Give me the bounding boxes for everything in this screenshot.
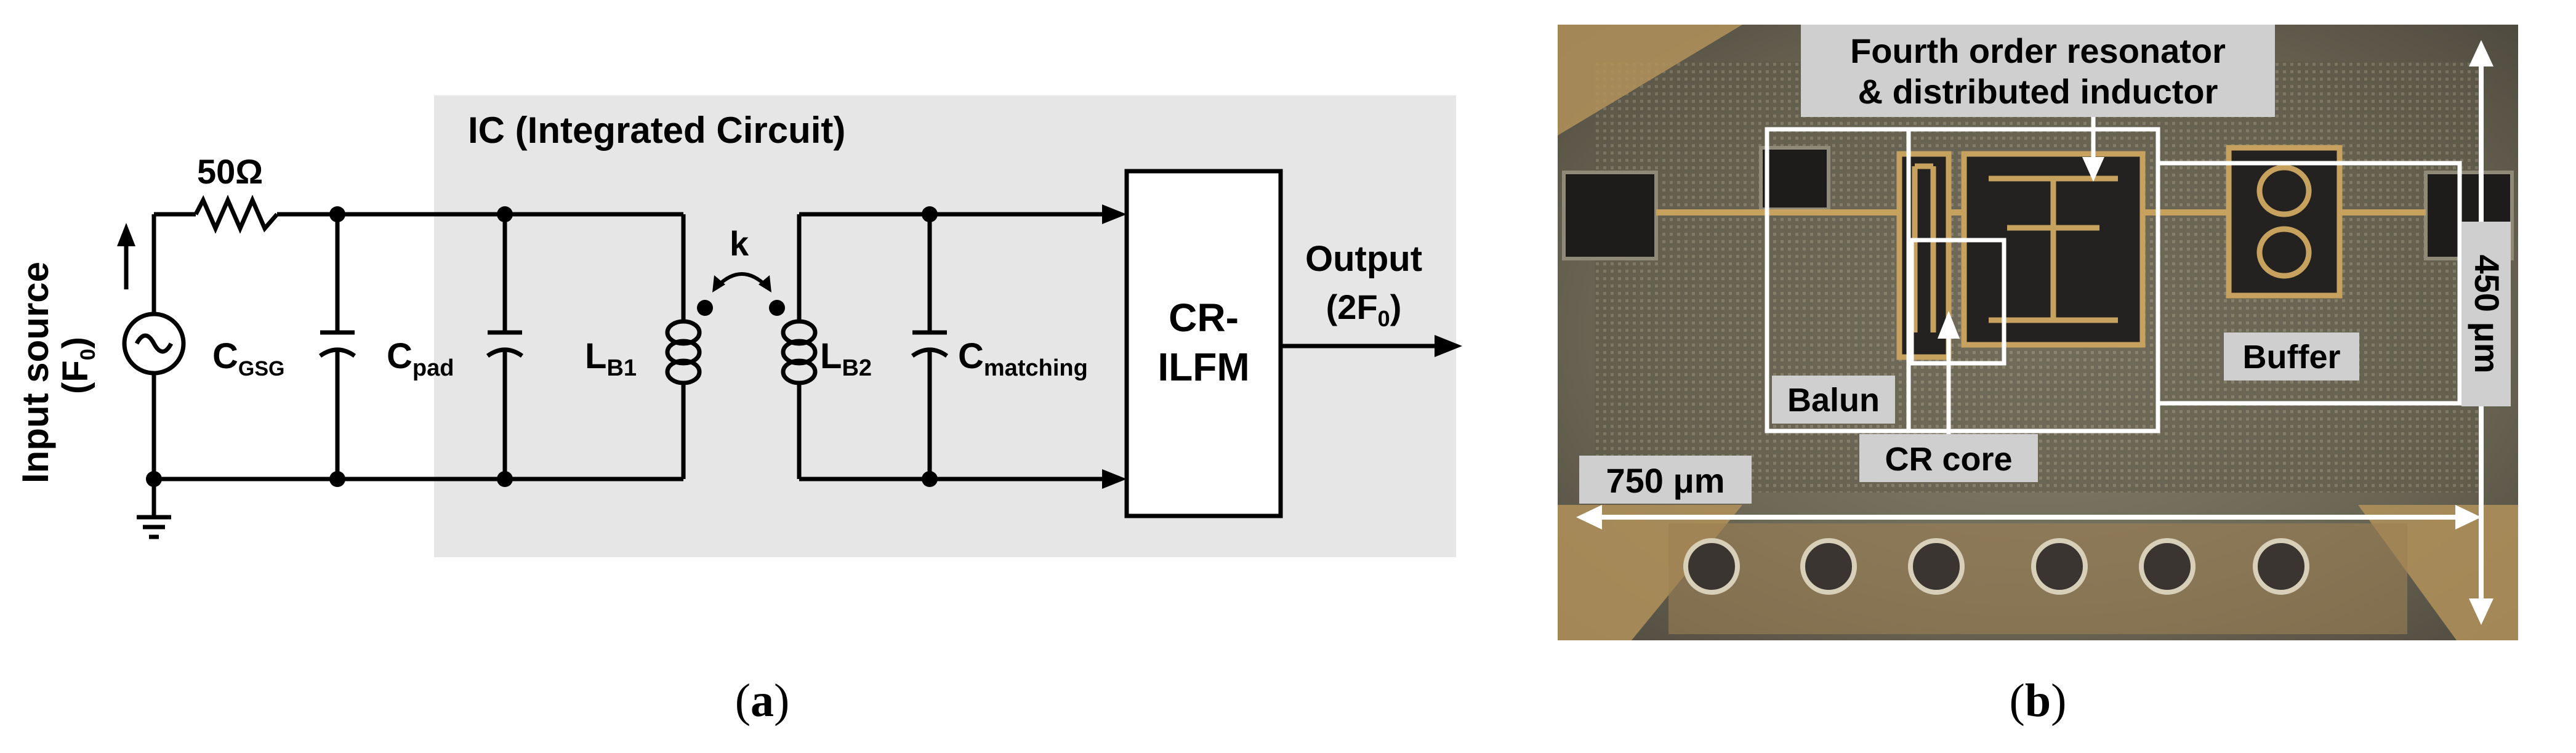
balun-label: Balun — [1787, 382, 1880, 419]
wires-left — [154, 195, 686, 481]
title-line2: & distributed inductor — [1858, 72, 2218, 111]
cr-core-label: CR core — [1885, 441, 2012, 478]
height-label: 450 μm — [2468, 254, 2506, 373]
wires-right — [797, 212, 1435, 481]
output-sublabel: (2F0) — [1326, 288, 1402, 331]
input-source-sublabel: (F0) — [55, 337, 100, 394]
width-label: 750 μm — [1606, 461, 1725, 500]
buffer-label-box — [2224, 332, 2359, 381]
junction-dots — [146, 206, 938, 487]
resonator-structure — [1961, 151, 2146, 348]
coupling-label: k — [730, 224, 749, 263]
chip-micrograph: Fourth order resonator & distributed ind… — [1558, 25, 2518, 640]
inductor-lb1 — [665, 319, 702, 385]
width-label-box — [1579, 456, 1752, 504]
coupling-arrow — [712, 272, 771, 292]
inductor-lb2 — [781, 319, 818, 385]
cr-ilfm-line1: CR- — [1169, 296, 1239, 340]
height-label-box — [2461, 222, 2511, 406]
input-source-label: Input source — [15, 262, 56, 483]
arrowheads — [1102, 204, 1462, 489]
resistor-label: 50Ω — [197, 152, 263, 191]
cmatching-label: Cmatching — [958, 336, 1088, 381]
cpad-label: Cpad — [387, 336, 454, 381]
ic-label: IC (Integrated Circuit) — [468, 110, 845, 151]
cr-ilfm-line2: ILFM — [1157, 345, 1249, 389]
highlight-boxes — [1765, 127, 2462, 433]
cgsg-label: CGSG — [212, 336, 284, 381]
title-line1: Fourth order resonator — [1850, 31, 2226, 70]
cr-ilfm-block — [1124, 169, 1283, 518]
caption-a: (a) — [735, 675, 790, 727]
cr-core-label-box — [1859, 434, 2038, 482]
input-source — [122, 214, 186, 539]
buffer-label: Buffer — [2243, 339, 2341, 376]
schematic-diagram: IC (Integrated Circuit) Input source (F0… — [15, 95, 1462, 557]
lb1-label: LB1 — [585, 336, 637, 381]
source-arrow — [117, 223, 135, 289]
dc-pads — [1668, 523, 2407, 634]
width-dimension — [1576, 505, 2481, 530]
caption-b: (b) — [2009, 675, 2067, 727]
title-label-box — [1801, 25, 2275, 117]
lb2-label: LB2 — [820, 336, 872, 381]
output-label: Output — [1305, 239, 1422, 279]
resonator-arrow — [2082, 117, 2104, 182]
balun-label-box — [1772, 376, 1895, 424]
ic-region — [434, 95, 1456, 557]
svg-text:(F0): (F0) — [55, 337, 100, 394]
buffer-structure — [2226, 145, 2343, 299]
